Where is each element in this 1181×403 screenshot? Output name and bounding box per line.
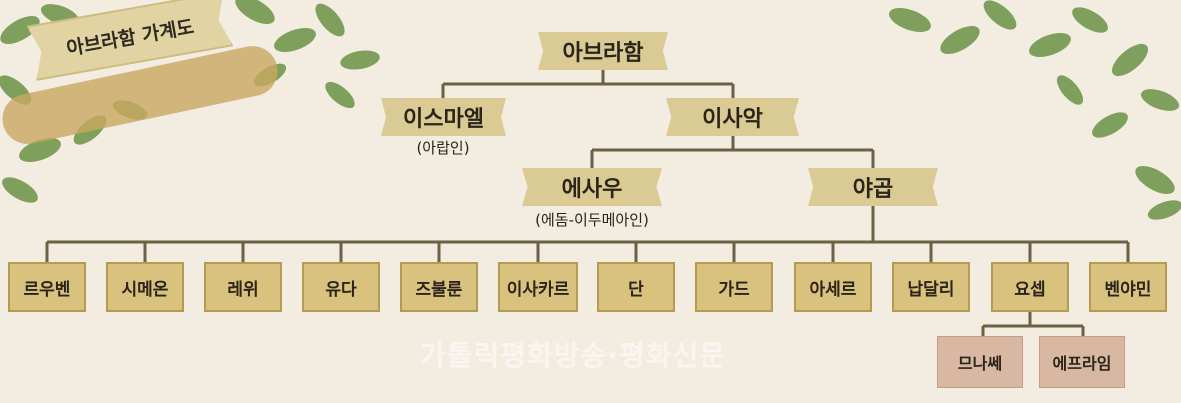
node-root: 아브라함 xyxy=(538,32,668,70)
son-label: 시메온 xyxy=(121,279,169,300)
node-level1-ishmael: 이스마엘 xyxy=(381,98,506,136)
joseph-son-node: 므나쎄 xyxy=(937,336,1023,388)
joseph-son-label: 에프라임 xyxy=(1052,354,1112,373)
son-node: 즈불룬 xyxy=(400,262,478,312)
node-ishmael-label: 이스마엘 xyxy=(403,107,484,132)
son-label: 이사카르 xyxy=(506,279,570,300)
son-label: 아세르 xyxy=(809,279,857,300)
note-ishmael: (아랍인) xyxy=(416,139,470,157)
son-node: 이사카르 xyxy=(498,262,578,312)
node-jacob-label: 야곱 xyxy=(852,177,894,202)
son-label: 납달리 xyxy=(907,279,955,300)
node-root-label: 아브라함 xyxy=(562,41,644,66)
node-esau-label: 에사우 xyxy=(561,177,623,202)
son-node: 유다 xyxy=(302,262,380,312)
son-node: 르우벤 xyxy=(8,262,86,312)
node-level1-isaac: 이사악 xyxy=(666,98,799,136)
son-node: 가드 xyxy=(695,262,773,312)
node-level2-jacob: 야곱 xyxy=(808,168,938,206)
note-esau: (에돔-이두메아인) xyxy=(535,211,649,229)
son-node: 시메온 xyxy=(106,262,184,312)
son-node: 납달리 xyxy=(892,262,970,312)
son-label: 가드 xyxy=(718,279,750,300)
watermark: 가톨릭평화방송·평화신문 xyxy=(420,339,726,372)
son-label: 레위 xyxy=(227,279,259,300)
son-node: 아세르 xyxy=(794,262,872,312)
joseph-son-node: 에프라임 xyxy=(1039,336,1125,388)
son-label: 요셉 xyxy=(1014,279,1046,300)
son-label: 르우벤 xyxy=(23,279,71,300)
son-node: 레위 xyxy=(204,262,282,312)
son-label: 유다 xyxy=(325,279,357,300)
node-level2-esau: 에사우 xyxy=(522,168,662,206)
leaves-right-icon xyxy=(889,0,1181,220)
son-node: 벤야민 xyxy=(1089,262,1167,312)
node-isaac-label: 이사악 xyxy=(702,107,763,132)
son-label: 벤야민 xyxy=(1104,279,1152,300)
son-label: 즈불룬 xyxy=(415,279,463,300)
leaves-left-icon xyxy=(0,0,380,203)
son-label: 단 xyxy=(628,279,644,300)
joseph-son-label: 므나쎄 xyxy=(957,354,1003,373)
son-node: 요셉 xyxy=(991,262,1069,312)
son-node: 단 xyxy=(597,262,675,312)
